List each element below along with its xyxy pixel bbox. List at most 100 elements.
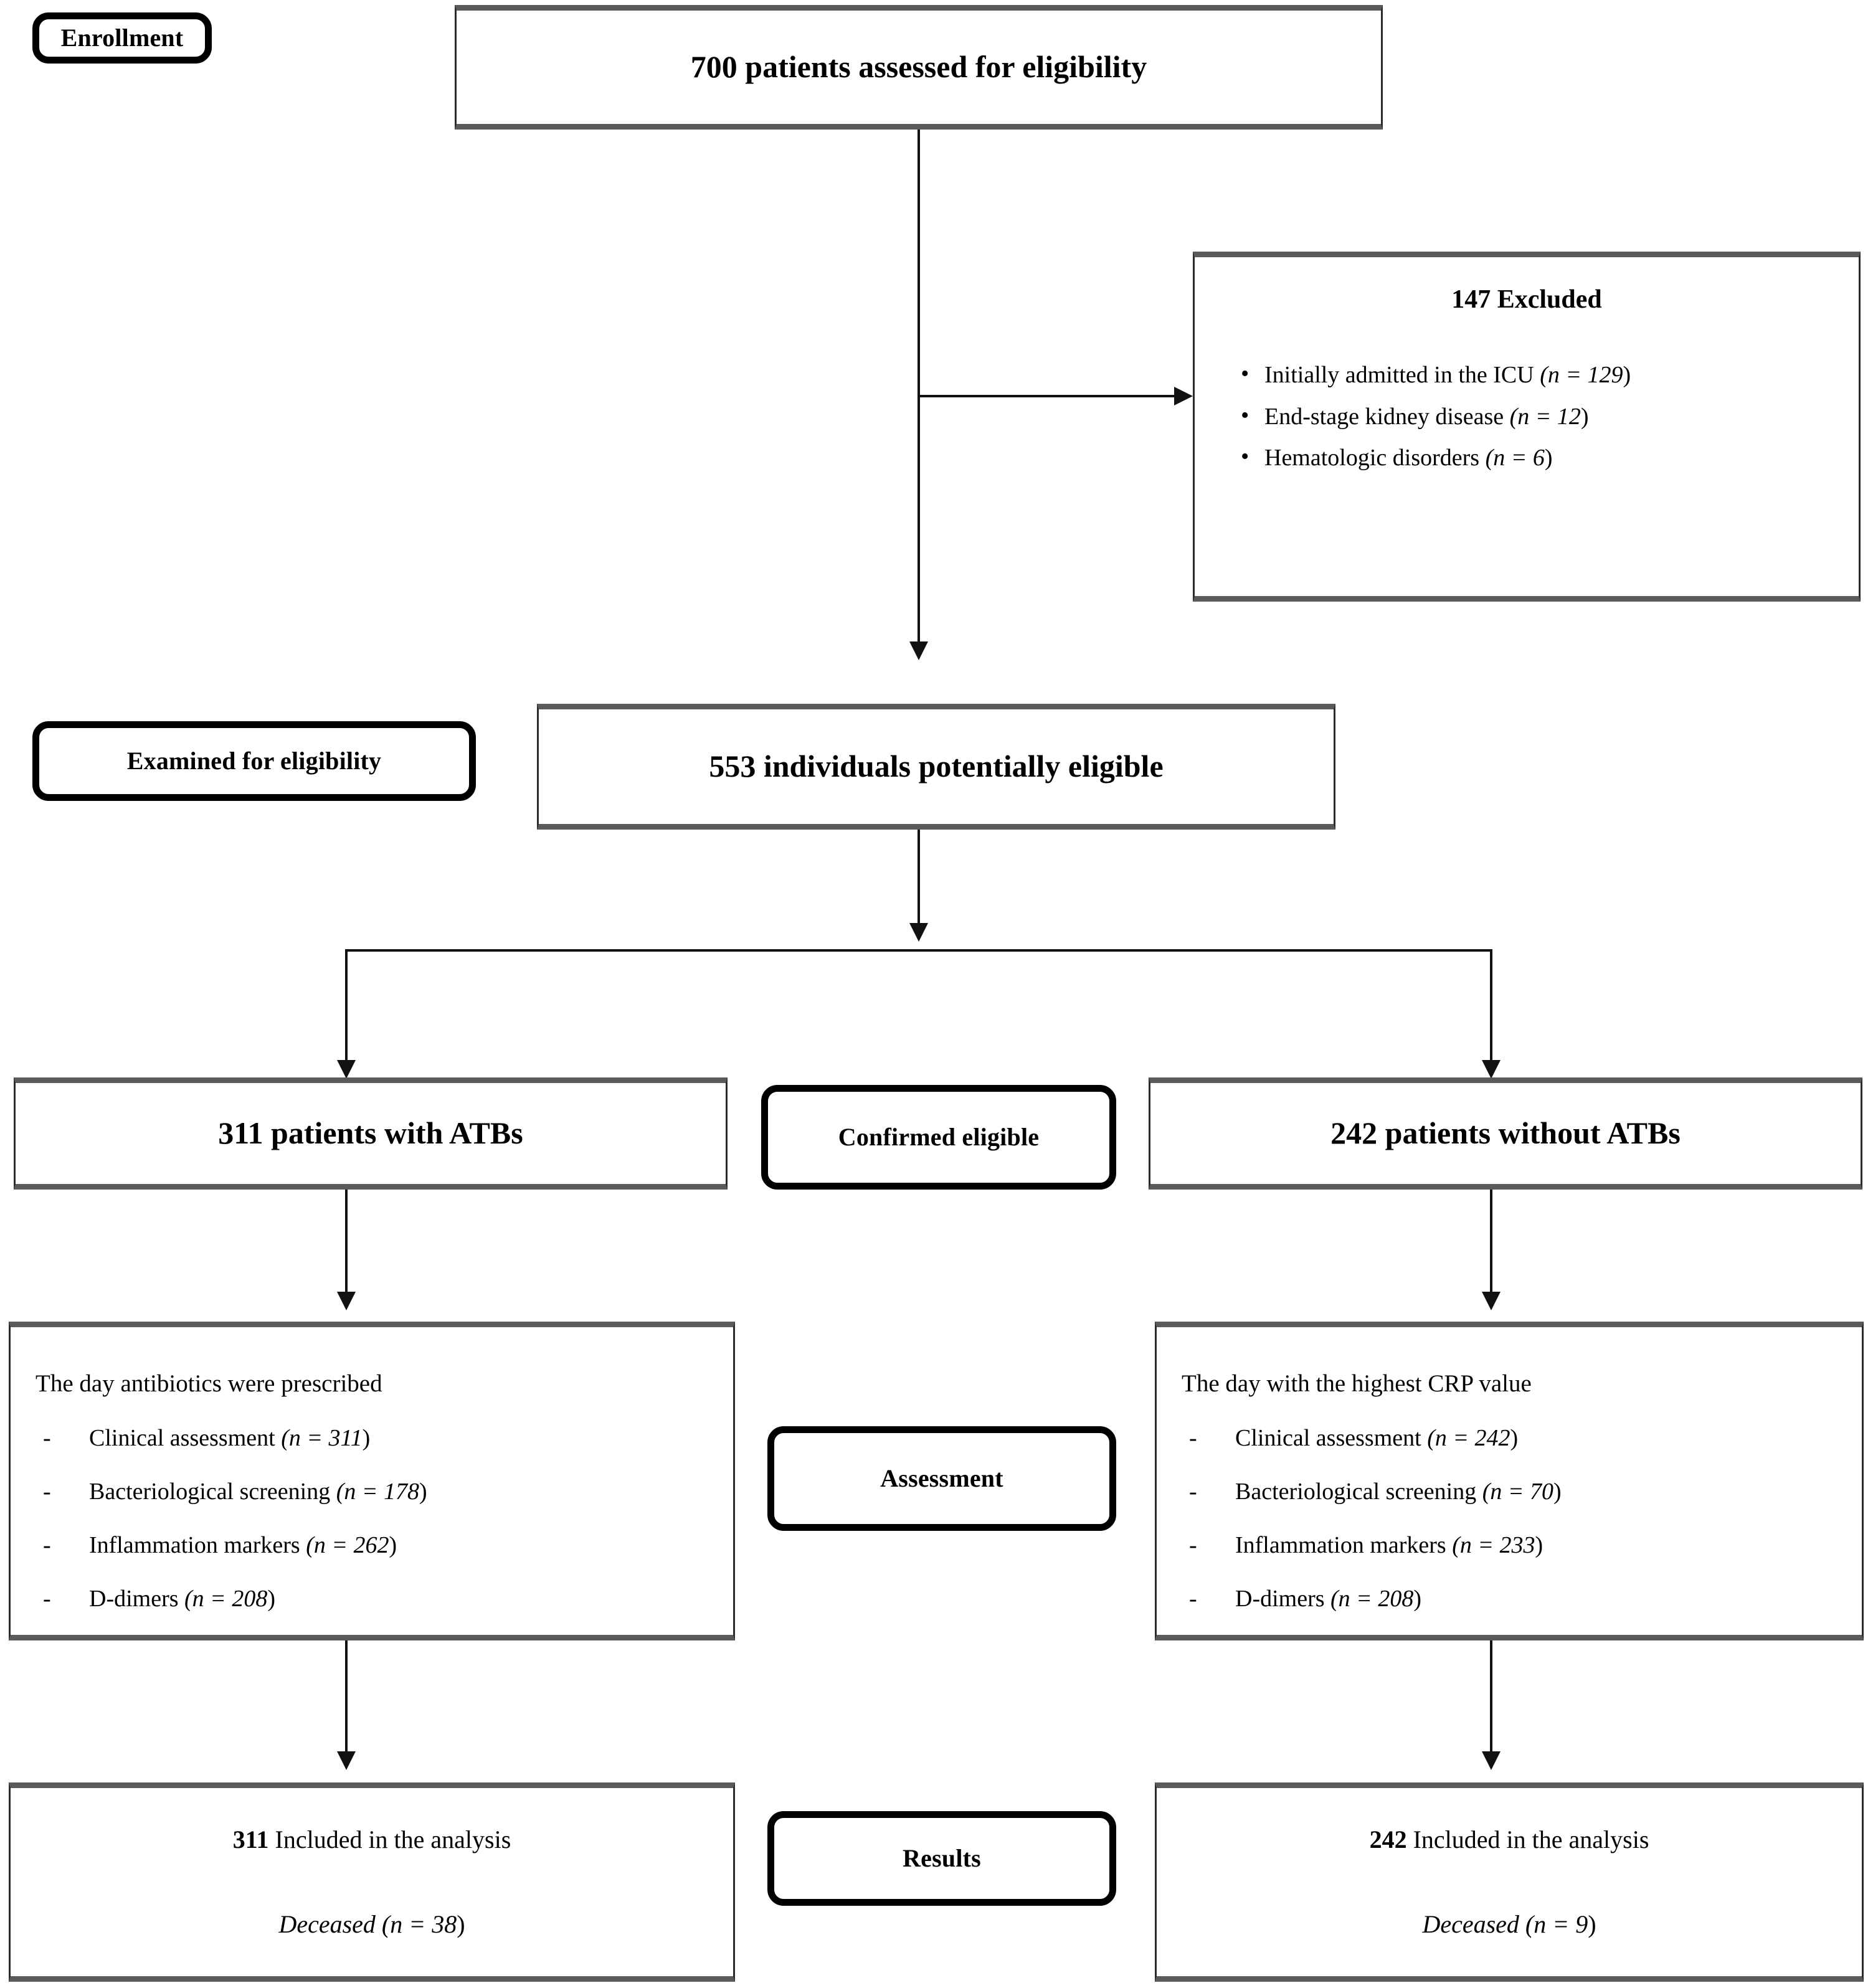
- assessment-item-n-suffix: ): [1413, 1585, 1421, 1612]
- connector-eligible-down: [918, 830, 920, 928]
- list-item: D-dimers (n = 208): [1182, 1585, 1837, 1612]
- arrowhead-assessed-to-excluded: [1174, 387, 1193, 405]
- assessment-item-n-suffix: ): [419, 1478, 427, 1505]
- assessment-item-n: 242: [1474, 1424, 1510, 1451]
- stage-label-confirmed-eligible: Confirmed eligible: [761, 1085, 1116, 1190]
- result-right-deceased-n: 9: [1575, 1910, 1588, 1938]
- assessment-item-n-suffix: ): [1535, 1531, 1543, 1558]
- assessment-item-label: Bacteriological screening: [89, 1478, 331, 1505]
- assessment-item-n: 233: [1499, 1531, 1535, 1558]
- connector-split-left: [345, 949, 348, 1065]
- result-left-deceased-label: Deceased (n =: [278, 1910, 432, 1938]
- result-left-included-text: Included in the analysis: [268, 1825, 511, 1853]
- assessment-item-n-prefix: (n =: [1330, 1585, 1378, 1612]
- assessment-item-n-suffix: ): [389, 1531, 397, 1558]
- arrowhead-split-right: [1482, 1060, 1501, 1079]
- arrowhead-without-atbs-to-assessment: [1482, 1292, 1501, 1310]
- excluded-reason-n-prefix: (n =: [1509, 403, 1557, 430]
- list-item: Bacteriological screening (n = 178): [36, 1478, 708, 1505]
- assessment-item-n-prefix: (n =: [1427, 1424, 1475, 1451]
- assessment-item-label: D-dimers: [1235, 1585, 1325, 1612]
- assessment-item-n: 208: [232, 1585, 268, 1612]
- connector-split-horizontal: [345, 949, 1491, 952]
- arrowhead-eligible-down: [909, 923, 928, 942]
- assessment-item-n-suffix: ): [1510, 1424, 1519, 1451]
- excluded-reason-n-prefix: (n =: [1540, 362, 1588, 388]
- list-item: End-stage kidney disease (n = 12): [1241, 395, 1834, 438]
- arrowhead-with-atbs-to-assessment: [337, 1292, 356, 1310]
- stage-label-results: Results: [767, 1811, 1116, 1906]
- assessment-item-n-prefix: (n =: [1482, 1478, 1530, 1505]
- result-right-included-text: Included in the analysis: [1406, 1825, 1649, 1853]
- assessment-left-list: Clinical assessment (n = 311) Bacteriolo…: [36, 1398, 708, 1612]
- node-patients-without-atbs: 242 patients without ATBs: [1149, 1077, 1862, 1190]
- list-item: Initially admitted in the ICU (n = 129): [1241, 353, 1834, 396]
- node-patients-without-atbs-text: 242 patients without ATBs: [1330, 1115, 1681, 1151]
- result-right-deceased-label: Deceased (n =: [1422, 1910, 1576, 1938]
- excluded-reason-label: Hematologic disorders: [1264, 445, 1480, 471]
- assessment-item-n-suffix: ): [1553, 1478, 1562, 1505]
- node-excluded-title: 147 Excluded: [1451, 285, 1602, 314]
- excluded-reason-n-prefix: (n =: [1485, 445, 1533, 471]
- node-result-left: 311 Included in the analysis Deceased (n…: [9, 1782, 735, 1982]
- stage-label-enrollment: Enrollment: [32, 12, 212, 64]
- node-result-right: 242 Included in the analysis Deceased (n…: [1155, 1782, 1864, 1982]
- result-left-count: 311: [232, 1825, 269, 1853]
- node-excluded: 147 Excluded Initially admitted in the I…: [1193, 252, 1861, 602]
- assessment-item-n-prefix: (n =: [1452, 1531, 1500, 1558]
- connector-with-atbs-to-assessment: [345, 1190, 348, 1297]
- assessment-item-label: Bacteriological screening: [1235, 1478, 1477, 1505]
- assessment-item-label: Clinical assessment: [1235, 1424, 1421, 1451]
- list-item: Clinical assessment (n = 311): [36, 1426, 708, 1451]
- arrowhead-assessment-left-to-results: [337, 1751, 356, 1770]
- excluded-reason-label: Initially admitted in the ICU: [1264, 362, 1534, 388]
- assessment-item-n: 178: [384, 1478, 420, 1505]
- assessment-item-n: 311: [328, 1424, 363, 1451]
- excluded-reason-n: 6: [1532, 445, 1545, 471]
- assessment-item-n: 262: [353, 1531, 389, 1558]
- node-potentially-eligible-text: 553 individuals potentially eligible: [709, 749, 1164, 784]
- arrowhead-split-left: [337, 1060, 356, 1079]
- list-item: D-dimers (n = 208): [36, 1585, 708, 1612]
- stage-label-examined: Examined for eligibility: [32, 721, 476, 801]
- connector-without-atbs-to-assessment: [1490, 1190, 1492, 1297]
- assessment-item-n-suffix: ): [267, 1585, 275, 1612]
- excluded-reason-n-suffix: ): [1580, 403, 1589, 430]
- excluded-reason-n: 12: [1557, 403, 1581, 430]
- assessment-item-label: Inflammation markers: [1235, 1531, 1446, 1558]
- excluded-reason-n: 129: [1587, 362, 1623, 388]
- connector-assessment-right-to-results: [1490, 1640, 1492, 1756]
- excluded-reason-label: End-stage kidney disease: [1264, 403, 1504, 430]
- assessment-item-n-suffix: ): [362, 1424, 371, 1451]
- excluded-reason-n-suffix: ): [1544, 445, 1553, 471]
- list-item: Clinical assessment (n = 242): [1182, 1426, 1837, 1451]
- result-left-deceased: Deceased (n = 38): [278, 1911, 465, 1938]
- assessment-item-n-prefix: (n =: [336, 1478, 384, 1505]
- stage-label-enrollment-text: Enrollment: [60, 24, 184, 52]
- node-patients-with-atbs-text: 311 patients with ATBs: [218, 1115, 523, 1151]
- assessment-left-heading: The day antibiotics were prescribed: [36, 1370, 382, 1397]
- stage-label-results-text: Results: [903, 1844, 981, 1872]
- assessment-item-n-prefix: (n =: [306, 1531, 354, 1558]
- connector-assessed-to-excluded: [918, 395, 1177, 397]
- assessment-item-n-prefix: (n =: [281, 1424, 329, 1451]
- node-patients-with-atbs: 311 patients with ATBs: [14, 1077, 728, 1190]
- stage-label-confirmed-eligible-text: Confirmed eligible: [838, 1123, 1040, 1151]
- list-item: Hematologic disorders (n = 6): [1241, 436, 1834, 479]
- result-left-deceased-n: 38: [432, 1910, 457, 1938]
- stage-label-assessment: Assessment: [767, 1426, 1116, 1531]
- result-right-deceased-suffix: ): [1588, 1910, 1596, 1938]
- connector-assessment-left-to-results: [345, 1640, 348, 1756]
- assessment-item-label: Clinical assessment: [89, 1424, 275, 1451]
- node-potentially-eligible: 553 individuals potentially eligible: [537, 704, 1335, 830]
- assessment-right-heading: The day with the highest CRP value: [1182, 1370, 1532, 1397]
- arrowhead-assessment-right-to-results: [1482, 1751, 1501, 1770]
- result-right-deceased: Deceased (n = 9): [1422, 1911, 1596, 1938]
- node-assessment-left: The day antibiotics were prescribed Clin…: [9, 1322, 735, 1640]
- assessment-item-label: D-dimers: [89, 1585, 179, 1612]
- assessment-item-label: Inflammation markers: [89, 1531, 300, 1558]
- node-assessment-right: The day with the highest CRP value Clini…: [1155, 1322, 1864, 1640]
- arrowhead-assessed-to-eligible: [909, 641, 928, 660]
- assessment-right-list: Clinical assessment (n = 242) Bacteriolo…: [1182, 1398, 1837, 1612]
